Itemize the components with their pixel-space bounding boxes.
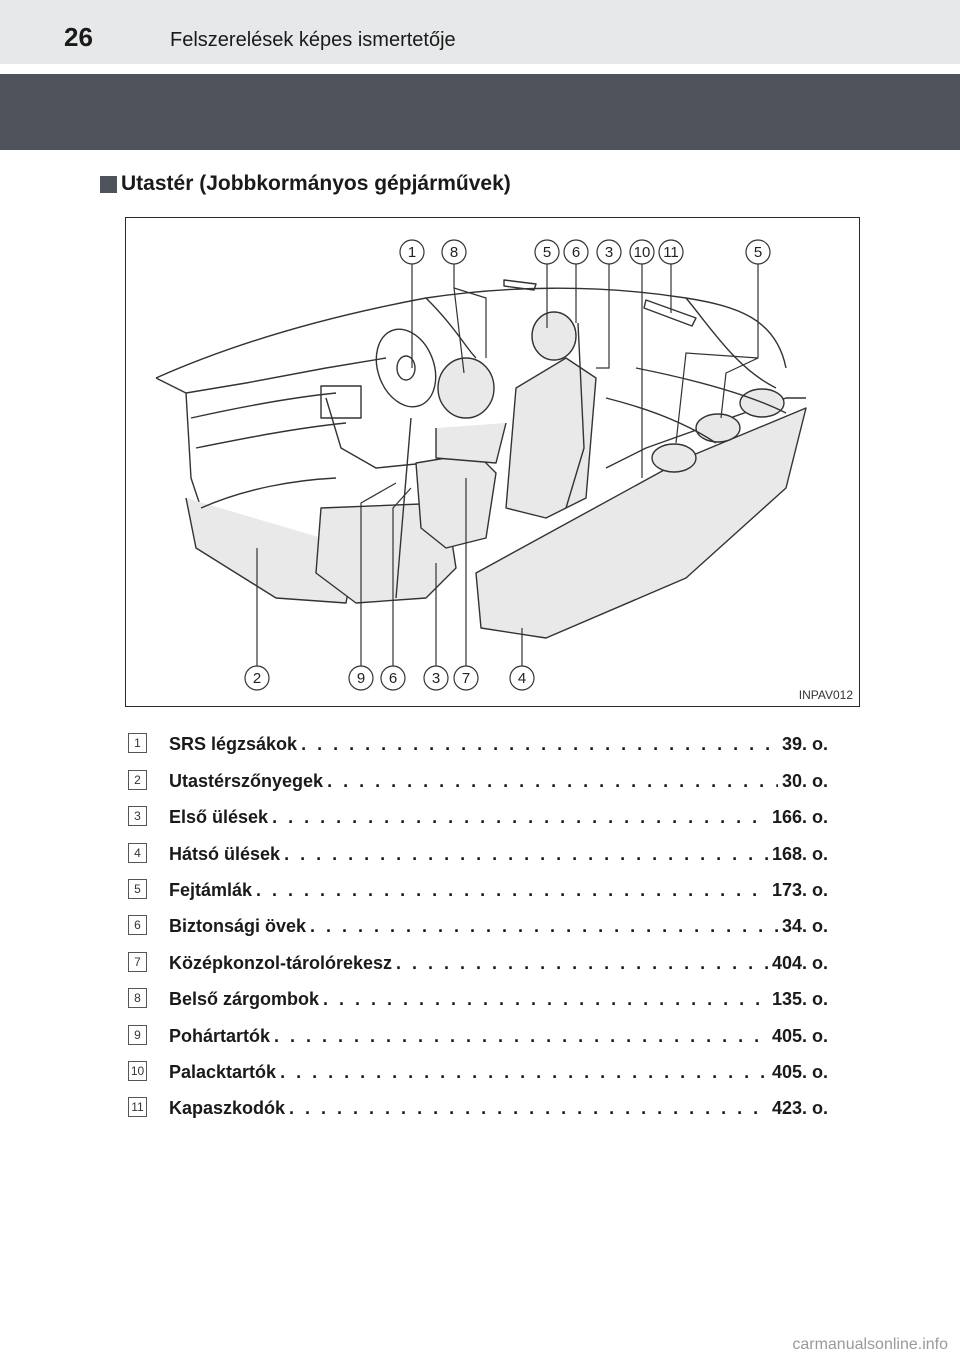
page-number: 26 <box>64 22 93 52</box>
dot-leader: . . . . . . . . . . . . . . . . . . . . … <box>272 807 768 828</box>
legend-item: 6 Biztonsági övek. . . . . . . . . . . . … <box>128 901 828 937</box>
item-label: Palacktartók <box>169 1061 277 1082</box>
svg-text:2: 2 <box>253 670 261 687</box>
dot-leader: . . . . . . . . . . . . . . . . . . . . … <box>280 1061 768 1082</box>
svg-text:3: 3 <box>432 670 440 687</box>
car-interior-drawing: 1 8 5 6 3 10 11 5 2 9 6 3 7 4 <box>155 239 807 691</box>
item-number-box: 2 <box>128 769 147 790</box>
callout-2: 2 <box>244 665 270 691</box>
item-page-ref: 405. o. <box>771 1061 828 1082</box>
header-band <box>0 0 960 64</box>
item-number-box: 6 <box>128 915 147 936</box>
item-number-box: 3 <box>128 806 147 827</box>
callout-1: 1 <box>399 239 425 265</box>
item-page-ref: 423. o. <box>771 1098 828 1119</box>
legend-item: 9 Pohártartók. . . . . . . . . . . . . . … <box>128 1010 828 1046</box>
svg-text:6: 6 <box>572 244 580 261</box>
item-label: Középkonzol-tárolórekesz <box>169 952 393 973</box>
item-page-ref: 39. o. <box>781 734 828 755</box>
callout-6a: 6 <box>563 239 589 265</box>
callout-3b: 3 <box>423 665 449 691</box>
legend-item: 10 Palacktartók. . . . . . . . . . . . . … <box>128 1047 828 1083</box>
svg-text:8: 8 <box>450 244 458 261</box>
callout-5a: 5 <box>534 239 560 265</box>
item-label: Fejtámlák <box>169 879 253 900</box>
section-heading: Utastér (Jobbkormányos gépjárművek) <box>100 170 511 198</box>
section-bullet-icon <box>100 175 117 193</box>
item-number-box: 5 <box>128 878 147 899</box>
callout-10: 10 <box>629 239 655 265</box>
callouts-top: 1 8 5 6 3 10 11 5 <box>399 239 771 265</box>
dot-leader: . . . . . . . . . . . . . . . . . . . . … <box>274 1025 768 1046</box>
callout-4: 4 <box>509 665 535 691</box>
item-label: Pohártartók <box>169 1025 271 1046</box>
dot-leader: . . . . . . . . . . . . . . . . . . . . … <box>396 952 768 973</box>
svg-text:10: 10 <box>634 244 651 261</box>
callout-9: 9 <box>348 665 374 691</box>
figure-code: INPAV012 <box>798 688 853 702</box>
footer-watermark: carmanualsonline.info <box>792 1336 948 1353</box>
chapter-title: Felszerelések képes ismertetője <box>170 29 456 51</box>
item-page-ref: 168. o. <box>771 843 828 864</box>
item-page-ref: 173. o. <box>771 879 828 900</box>
dot-leader: . . . . . . . . . . . . . . . . . . . . … <box>327 770 778 791</box>
dot-leader: . . . . . . . . . . . . . . . . . . . . … <box>310 916 778 937</box>
item-number-box: 10 <box>128 1060 147 1081</box>
item-page-ref: 34. o. <box>781 916 828 937</box>
dot-leader: . . . . . . . . . . . . . . . . . . . . … <box>289 1098 768 1119</box>
item-label: Első ülések <box>169 807 269 828</box>
legend-item: 1 SRS légzsákok. . . . . . . . . . . . . … <box>128 719 828 755</box>
svg-text:6: 6 <box>389 670 397 687</box>
item-label: Belső zárgombok <box>169 989 320 1010</box>
svg-text:3: 3 <box>605 244 613 261</box>
callouts-bottom: 2 9 6 3 7 4 <box>244 665 535 691</box>
svg-text:1: 1 <box>408 244 416 261</box>
section-heading-text: Utastér (Jobbkormányos gépjárművek) <box>121 172 511 195</box>
legend-item: 7 Középkonzol-tárolórekesz. . . . . . . .… <box>128 937 828 973</box>
item-number-box: 11 <box>128 1097 147 1118</box>
item-page-ref: 405. o. <box>771 1025 828 1046</box>
interior-illustration: 1 8 5 6 3 10 11 5 2 9 6 3 7 4 INPAV012 <box>125 217 860 707</box>
dot-leader: . . . . . . . . . . . . . . . . . . . . … <box>284 843 768 864</box>
item-number-box: 8 <box>128 988 147 1009</box>
legend-item: 8 Belső zárgombok. . . . . . . . . . . . … <box>128 974 828 1010</box>
legend-item: 3 Első ülések. . . . . . . . . . . . . . … <box>128 792 828 828</box>
svg-text:7: 7 <box>462 670 470 687</box>
item-number-box: 7 <box>128 951 147 972</box>
dot-leader: . . . . . . . . . . . . . . . . . . . . … <box>301 734 778 755</box>
item-number-box: 4 <box>128 842 147 863</box>
svg-text:5: 5 <box>543 244 551 261</box>
item-number-box: 9 <box>128 1024 147 1045</box>
callout-6b: 6 <box>380 665 406 691</box>
legend-item: 11 Kapaszkodók. . . . . . . . . . . . . .… <box>128 1083 828 1119</box>
callout-11: 11 <box>658 239 684 265</box>
item-page-ref: 404. o. <box>771 952 828 973</box>
callout-3a: 3 <box>596 239 622 265</box>
callout-7: 7 <box>453 665 479 691</box>
item-label: Kapaszkodók <box>169 1098 286 1119</box>
item-page-ref: 166. o. <box>771 807 828 828</box>
item-label: SRS légzsákok <box>169 734 298 755</box>
svg-text:5: 5 <box>754 244 762 261</box>
item-label: Hátsó ülések <box>169 843 281 864</box>
dot-leader: . . . . . . . . . . . . . . . . . . . . … <box>256 879 768 900</box>
item-page-ref: 135. o. <box>771 989 828 1010</box>
legend-item: 4 Hátsó ülések. . . . . . . . . . . . . .… <box>128 828 828 864</box>
item-page-ref: 30. o. <box>781 770 828 791</box>
svg-text:9: 9 <box>357 670 365 687</box>
svg-text:11: 11 <box>663 244 679 261</box>
header-dark-bar <box>0 74 960 150</box>
item-label: Utastérszőnyegek <box>169 770 324 791</box>
dot-leader: . . . . . . . . . . . . . . . . . . . . … <box>323 989 768 1010</box>
svg-text:4: 4 <box>518 670 526 687</box>
callout-5b: 5 <box>745 239 771 265</box>
legend-item: 5 Fejtámlák. . . . . . . . . . . . . . . … <box>128 865 828 901</box>
legend-item: 2 Utastérszőnyegek. . . . . . . . . . . .… <box>128 755 828 791</box>
callout-8: 8 <box>441 239 467 265</box>
item-label: Biztonsági övek <box>169 916 307 937</box>
item-number-box: 1 <box>128 733 147 754</box>
